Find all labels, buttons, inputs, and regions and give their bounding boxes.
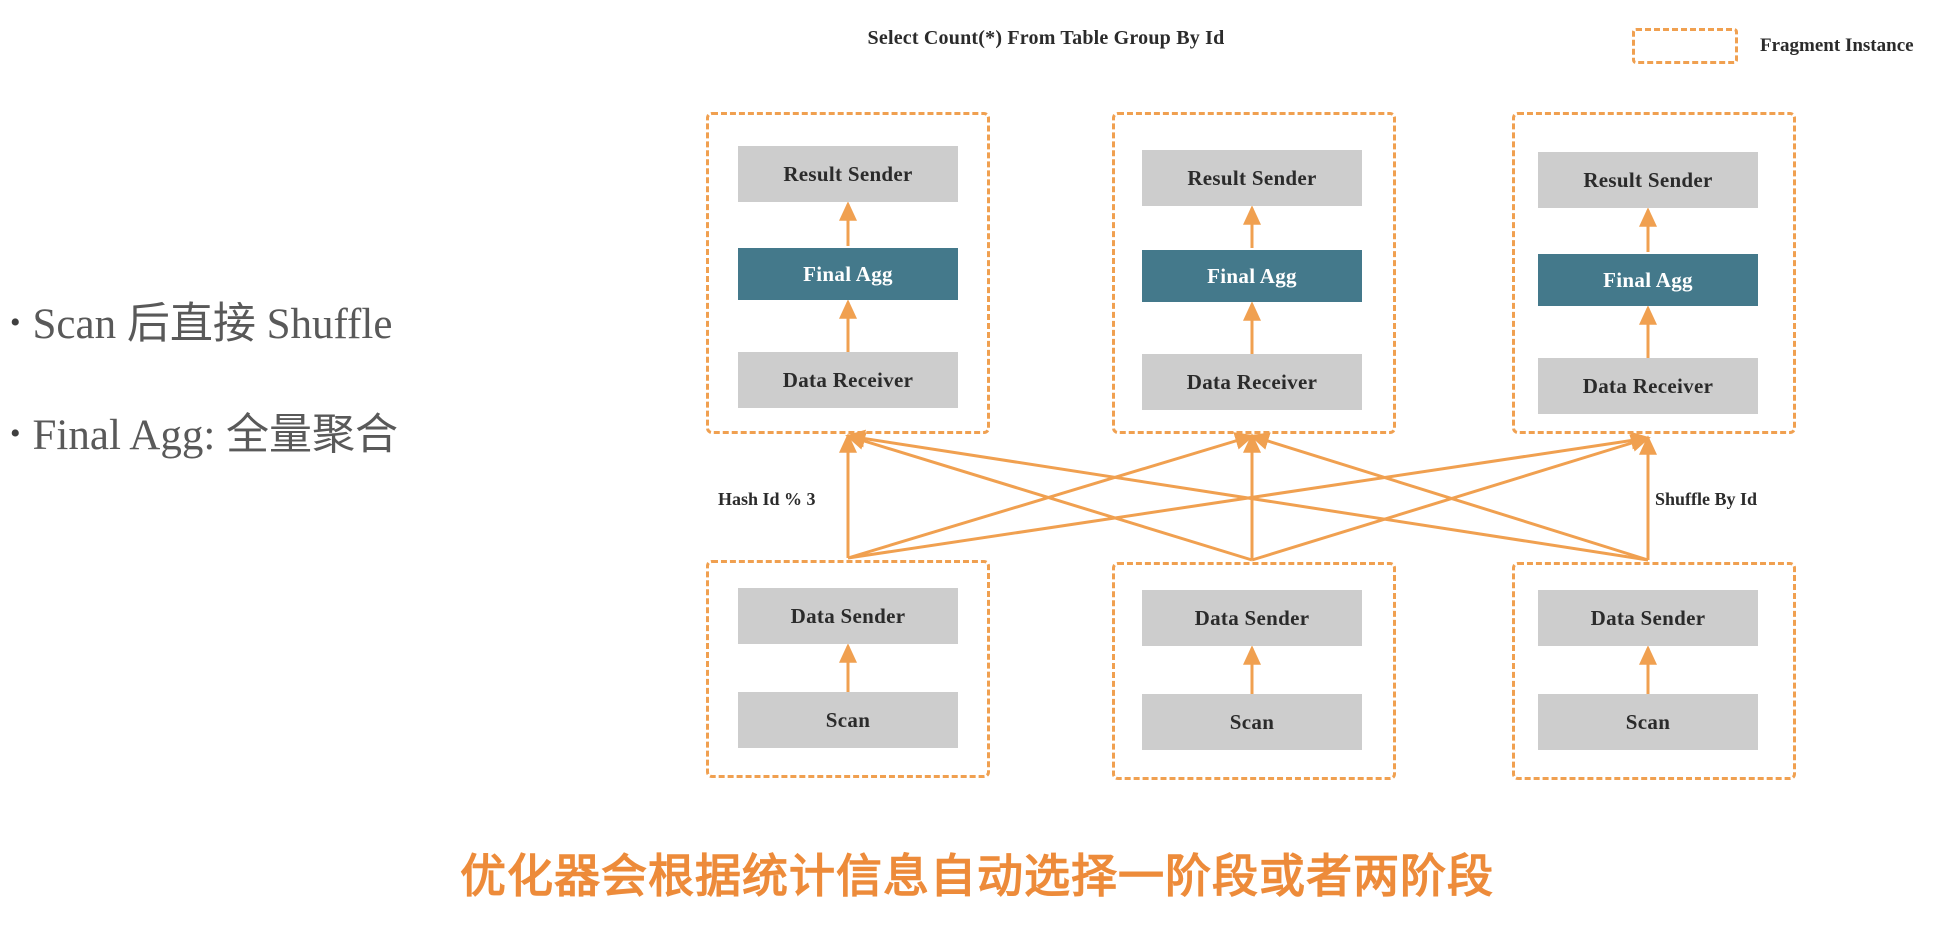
legend-label: Fragment Instance: [1760, 35, 1914, 56]
bullet-text: Final Agg: 全量聚合: [32, 412, 399, 460]
operator-node-label: Result Sender: [1583, 167, 1713, 192]
bullet-marker-icon: •: [10, 306, 21, 339]
shuffle-label-right: Shuffle By Id: [1655, 489, 1758, 509]
operator-node-label: Scan: [825, 707, 871, 732]
operator-node-data-receiver[interactable]: Data Receiver: [738, 352, 958, 408]
operator-node-label: Final Agg: [1207, 263, 1297, 288]
shuffle-arrow-2-to-1: [1249, 432, 1649, 562]
operator-node-label: Result Sender: [1187, 165, 1317, 190]
shuffle-arrow-1-to-0: [845, 432, 1253, 562]
shuffle-arrow-2-to-0: [845, 429, 1649, 562]
operator-node-result-sender[interactable]: Result Sender: [738, 146, 958, 202]
lower-fragment-1[interactable]: [706, 560, 990, 778]
operator-node-label: Scan: [1625, 709, 1671, 734]
operator-node-label: Data Receiver: [782, 367, 914, 392]
bullet-marker-icon: •: [10, 417, 21, 451]
operator-node-data-receiver[interactable]: Data Receiver: [1538, 358, 1758, 414]
lower-fragment-3[interactable]: [1512, 562, 1796, 780]
operator-node-label: Data Sender: [1194, 605, 1310, 630]
operator-node-label: Data Receiver: [1582, 373, 1714, 398]
list-item: • Final Agg: 全量聚合: [10, 411, 530, 460]
operator-node-label: Result Sender: [783, 161, 913, 186]
legend: Fragment Instance: [1632, 28, 1914, 64]
operator-node-label: Data Sender: [1590, 605, 1706, 630]
operator-node-label: Final Agg: [803, 261, 893, 286]
bullet-text: Scan 后直接 Shuffle: [32, 301, 393, 348]
operator-node-result-sender[interactable]: Result Sender: [1142, 150, 1362, 206]
operator-node-scan[interactable]: Scan: [1142, 694, 1362, 750]
upper-fragment-1[interactable]: [706, 112, 990, 434]
operator-node-data-sender[interactable]: Data Sender: [1538, 590, 1758, 646]
operator-node-label: Final Agg: [1603, 267, 1693, 292]
shuffle-label-left: Hash Id % 3: [718, 489, 816, 509]
shuffle-arrow-0-to-2: [847, 431, 1651, 560]
operator-node-scan[interactable]: Scan: [1538, 694, 1758, 750]
operator-node-data-sender[interactable]: Data Sender: [738, 588, 958, 644]
upper-fragment-3[interactable]: [1512, 112, 1796, 434]
operator-node-label: Data Receiver: [1186, 369, 1318, 394]
operator-node-label: Scan: [1229, 709, 1275, 734]
operator-node-data-receiver[interactable]: Data Receiver: [1142, 354, 1362, 410]
operator-node-final-agg[interactable]: Final Agg: [1538, 254, 1758, 306]
list-item: • Scan 后直接 Shuffle: [10, 300, 530, 349]
shuffle-arrow-1-to-2: [1251, 434, 1651, 562]
operator-node-result-sender[interactable]: Result Sender: [1538, 152, 1758, 208]
diagram-title: Select Count(*) From Table Group By Id: [867, 27, 1225, 49]
upper-fragment-2[interactable]: [1112, 112, 1396, 434]
slide-caption: 优化器会根据统计信息自动选择一阶段或者两阶段: [460, 849, 1494, 903]
operator-node-data-sender[interactable]: Data Sender: [1142, 590, 1362, 646]
bullet-list: • Scan 后直接 Shuffle • Final Agg: 全量聚合: [10, 300, 530, 523]
operator-node-scan[interactable]: Scan: [738, 692, 958, 748]
operator-node-final-agg[interactable]: Final Agg: [1142, 250, 1362, 302]
lower-fragment-2[interactable]: [1112, 562, 1396, 780]
operator-node-final-agg[interactable]: Final Agg: [738, 248, 958, 300]
dashed-box-icon: [1632, 28, 1738, 64]
shuffle-arrow-0-to-1: [847, 432, 1255, 560]
operator-node-label: Data Sender: [790, 603, 906, 628]
